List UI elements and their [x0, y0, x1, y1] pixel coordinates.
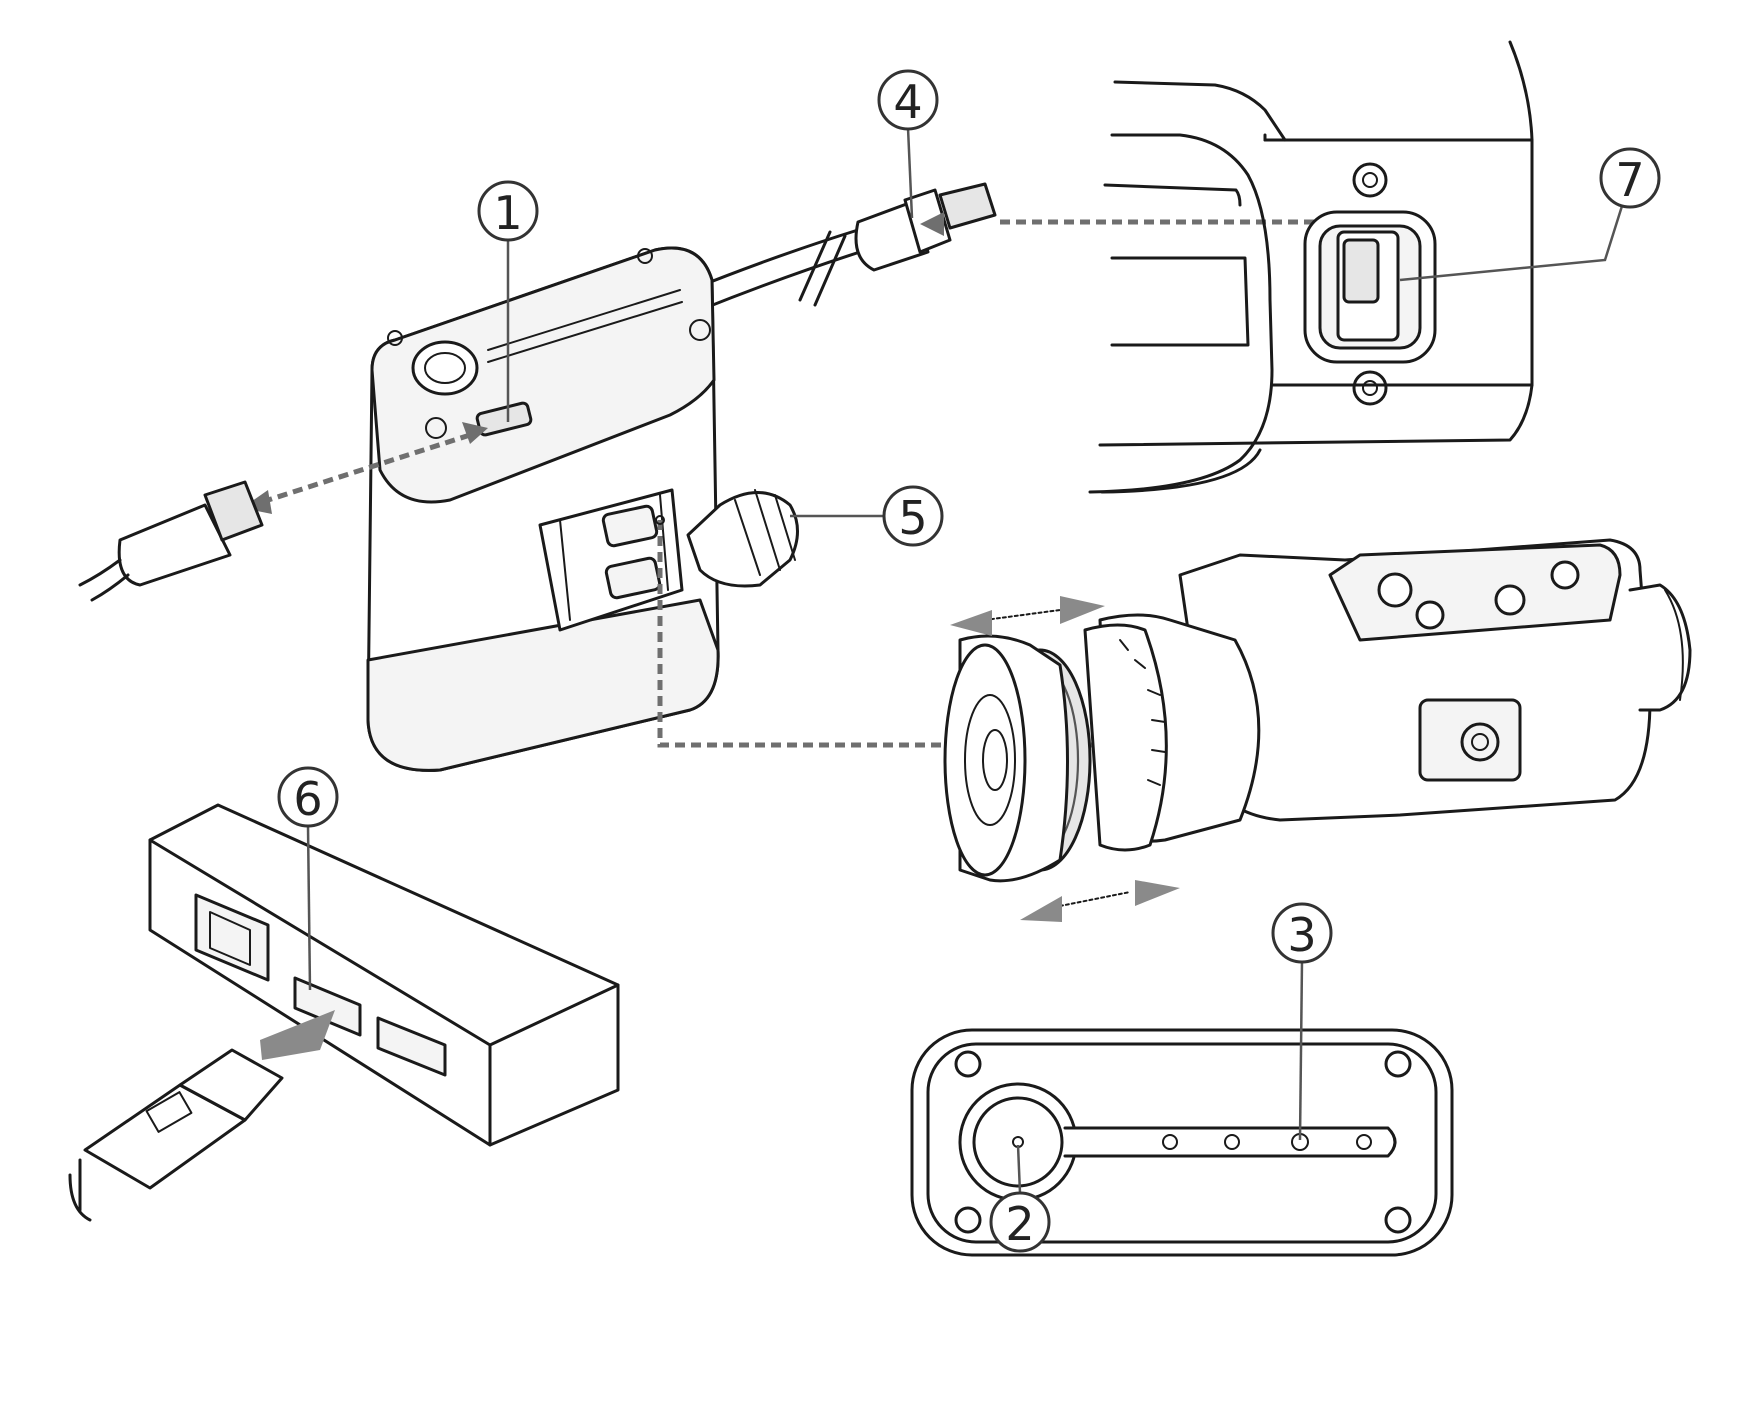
callout-3: 3 — [1271, 902, 1333, 964]
led-panel — [910, 1028, 1454, 1257]
callout-7: 7 — [1599, 147, 1661, 209]
usb-cable — [854, 182, 1352, 278]
computer-port-box — [68, 803, 620, 1222]
callout-2: 2 — [989, 1191, 1051, 1253]
callout-1: 1 — [477, 180, 539, 242]
callout-7-label: 7 — [1615, 153, 1644, 207]
callout-1-label: 1 — [493, 186, 522, 240]
device-port-closeup — [1088, 40, 1534, 494]
callout-4: 4 — [877, 69, 939, 131]
battery-pack — [78, 228, 868, 772]
callout-5-label: 5 — [898, 491, 927, 545]
callout-6: 6 — [277, 766, 339, 828]
callout-6-label: 6 — [293, 772, 322, 826]
callout-5: 5 — [882, 485, 944, 547]
callout-3-label: 3 — [1287, 908, 1316, 962]
callout-2-label: 2 — [1005, 1197, 1034, 1251]
leader-lines — [306, 127, 1624, 1194]
callout-4-label: 4 — [893, 75, 922, 129]
monocular-device — [943, 538, 1692, 922]
